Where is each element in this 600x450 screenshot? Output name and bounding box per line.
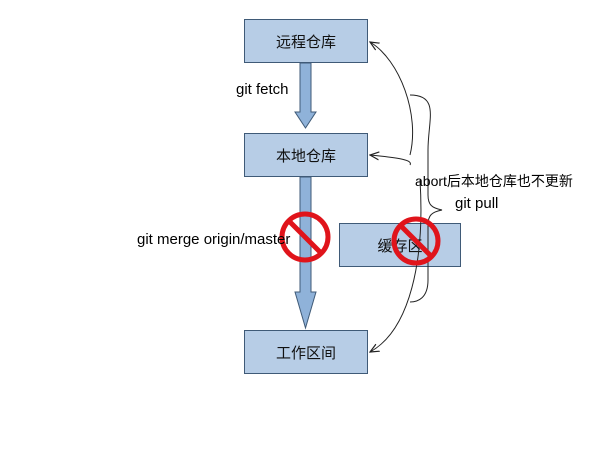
- fetch-arrow: [294, 62, 317, 129]
- pull-arrow-to-remote: [370, 42, 414, 156]
- remote-repo-label: 远程仓库: [275, 32, 336, 51]
- stash-label: 缓存区: [377, 236, 423, 255]
- local-repo-label: 本地仓库: [275, 146, 336, 165]
- workspace-node: 工作区间: [244, 330, 368, 374]
- forbidden-sign-stash: [391, 216, 441, 266]
- stash-node: 缓存区: [339, 223, 461, 267]
- workspace-label: 工作区间: [275, 343, 336, 362]
- abort-label: abort后本地仓库也不更新: [415, 173, 573, 189]
- merge-arrow: [294, 176, 317, 330]
- fetch-label: git fetch: [236, 81, 289, 98]
- pull-arrow-to-workspace: [370, 179, 422, 352]
- pull-label: git pull: [455, 195, 499, 212]
- pull-arrow-to-local: [370, 155, 411, 166]
- pull-brace: [409, 94, 443, 303]
- merge-label: git merge origin/master: [137, 231, 291, 248]
- forbidden-sign-merge: [279, 211, 331, 263]
- remote-repo-node: 远程仓库: [244, 19, 368, 63]
